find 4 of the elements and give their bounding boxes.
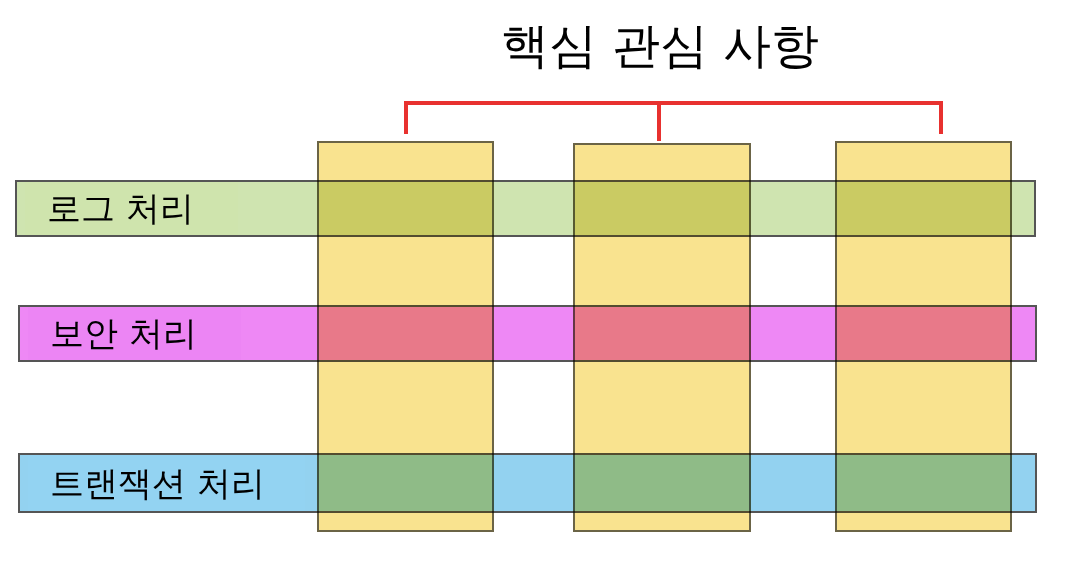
title: 핵심 관심 사항 (499, 16, 821, 75)
band (18, 305, 1037, 362)
band (15, 180, 1036, 237)
band (18, 453, 1037, 513)
